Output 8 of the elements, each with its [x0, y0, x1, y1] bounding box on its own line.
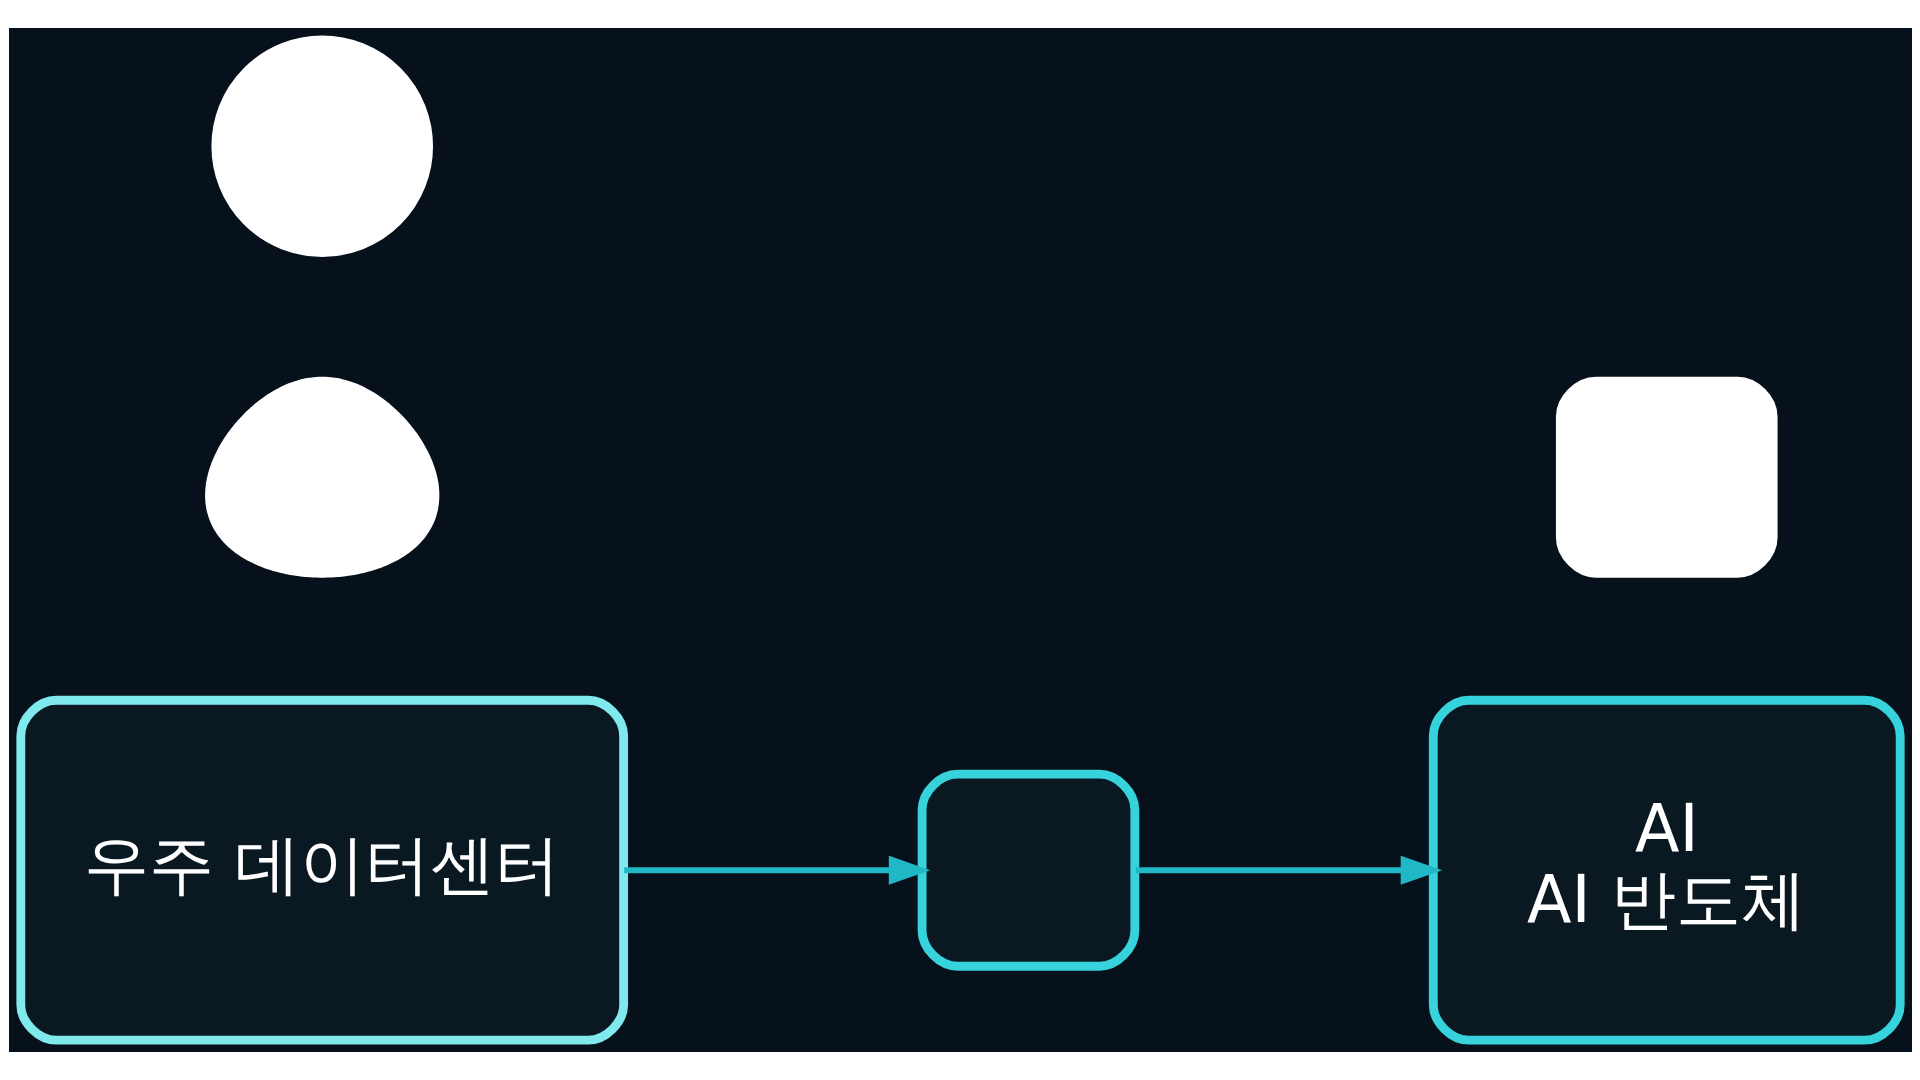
node-box: [1555, 376, 1778, 578]
arrow: [1135, 855, 1442, 885]
node-box: 우주 데이터센터: [15, 695, 628, 1045]
node-circle: [210, 35, 433, 258]
node-person: [204, 376, 439, 578]
arrow: [623, 855, 930, 885]
node-box: [917, 769, 1139, 971]
node-box: AI AI 반도체: [1428, 695, 1905, 1045]
